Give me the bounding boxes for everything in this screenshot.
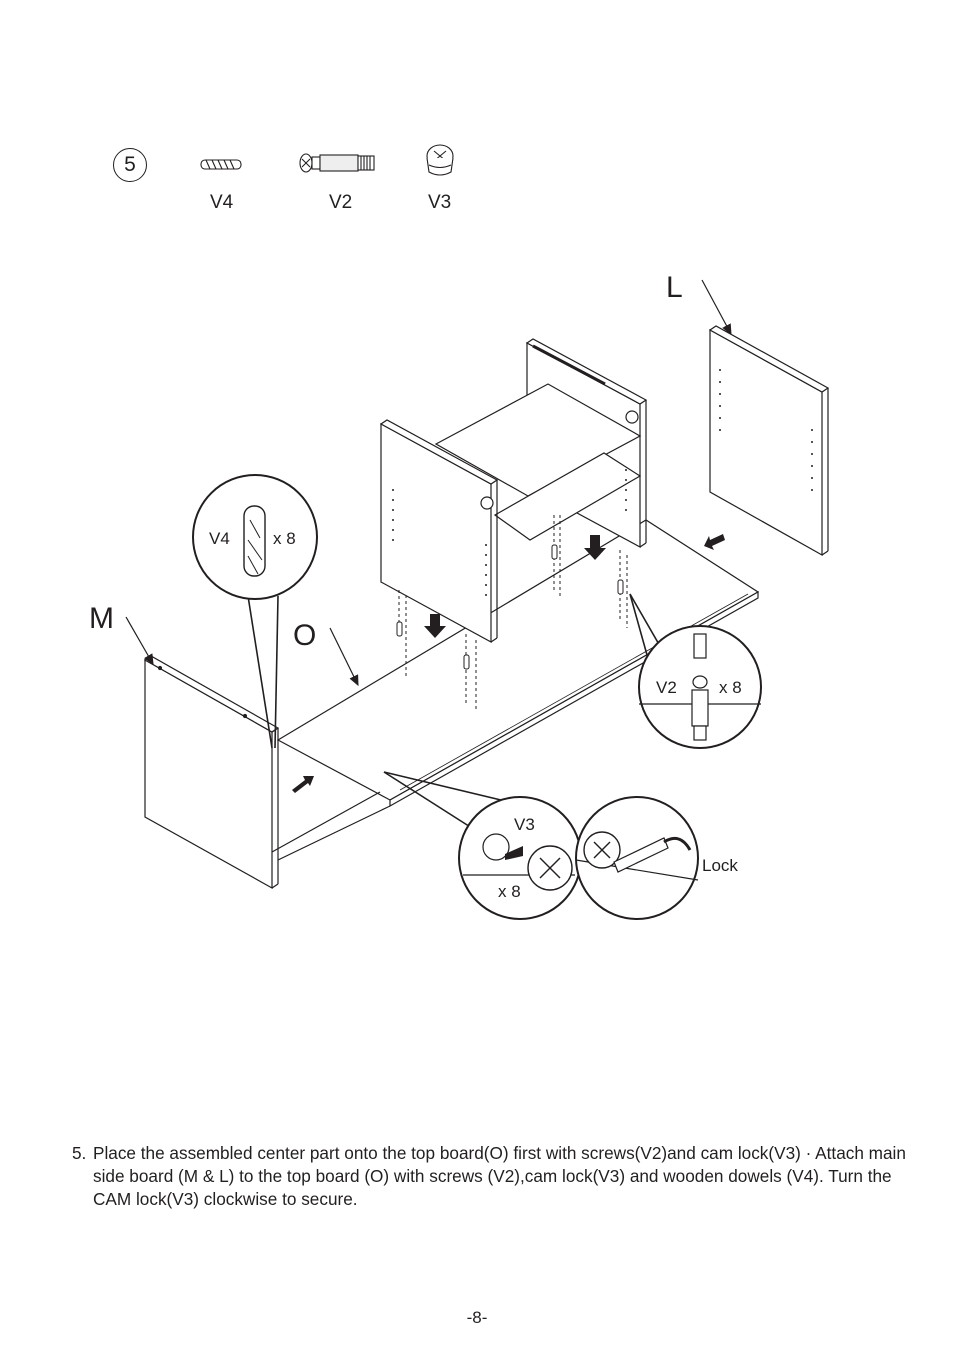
callout-screw <box>629 593 762 749</box>
instruction-step: 5. Place the assembled center part onto … <box>72 1142 922 1211</box>
callout-dowel <box>192 474 318 749</box>
page-number: -8- <box>466 1308 488 1327</box>
callout-dowel-part: V4 <box>209 529 230 548</box>
panel-L <box>708 325 830 557</box>
callout-cam <box>383 771 582 920</box>
callout-screw-part: V2 <box>656 678 677 697</box>
cam-lock-icon <box>426 144 454 176</box>
panel-label-O: O <box>293 619 317 652</box>
panel-label-M: M <box>89 602 114 635</box>
part-label-cam: V3 <box>428 192 452 213</box>
callout-lock <box>575 796 699 920</box>
direction-arrows <box>292 534 725 793</box>
panel-M <box>143 655 280 890</box>
screw-bolt-icon <box>299 153 375 173</box>
instruction-number: 5. <box>72 1143 87 1163</box>
pointer-line-M <box>125 616 154 666</box>
callout-cam-part: V3 <box>514 815 535 834</box>
screw-icons <box>396 544 624 670</box>
center-assembly <box>379 338 648 644</box>
panel-label-L: L <box>666 271 683 304</box>
instruction-text: Place the assembled center part onto the… <box>93 1143 906 1209</box>
part-label-dowel: V4 <box>210 192 234 213</box>
callout-lock-label: Lock <box>702 856 738 875</box>
callout-dowel-qty: x 8 <box>273 529 296 548</box>
callout-screw-qty: x 8 <box>719 678 742 697</box>
wooden-dowel-icon <box>200 159 242 170</box>
part-label-screw: V2 <box>329 192 353 213</box>
panel-L-hole-rows <box>719 369 813 491</box>
callout-cam-qty: x 8 <box>498 882 521 901</box>
pointer-line-L <box>701 279 732 336</box>
screw-drop-lines <box>398 515 628 712</box>
center-assembly-hole-rows <box>392 469 627 596</box>
step-number-badge: 5 <box>113 148 147 182</box>
pointer-line-O <box>329 627 359 687</box>
